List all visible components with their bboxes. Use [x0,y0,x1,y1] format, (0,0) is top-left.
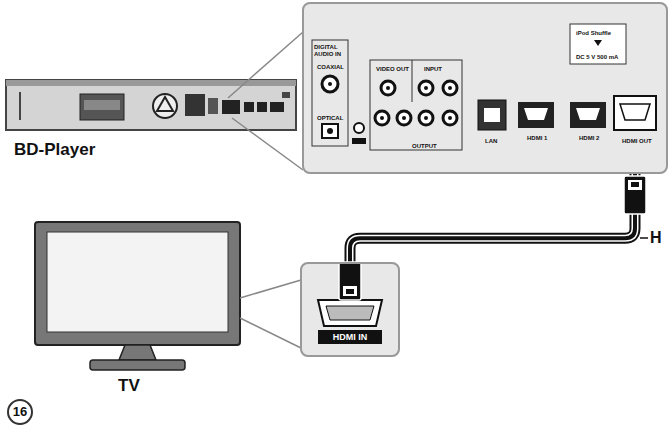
callout-letter: H [650,228,662,247]
hdmi-cable [350,174,635,262]
page-number: 16 [8,404,32,420]
player-body [6,80,296,130]
port-label: DC 5 V 500 mA [576,54,618,61]
port-label: VIDEO OUT [376,66,409,73]
port-label: LAN [485,138,497,145]
device-label: BD-Player [14,140,95,160]
hdmi-plug [339,262,361,300]
tv-body [35,222,240,345]
hdmi-in-inset: HDMI IN [300,262,400,357]
port-label: HDMI 2 [579,135,599,142]
port-label: HDMI OUT [622,138,652,145]
port-label: INPUT [424,66,442,73]
port-label: OPTICAL [317,115,343,122]
port-label: iPod Shuffle [576,30,611,37]
port-label: HDMI 1 [527,135,547,142]
hdmi-plug [624,176,646,214]
port-label: OUTPUT [412,143,437,150]
port-label: COAXIAL [317,64,344,71]
rear-panel-inset: DIGITAL AUDIO IN COAXIAL OPTICAL VIDEO OUT I… [302,2,668,174]
port-label: HDMI IN [318,330,382,344]
device-label: TV [118,376,140,396]
port-label: DIGITAL AUDIO IN [314,44,348,58]
